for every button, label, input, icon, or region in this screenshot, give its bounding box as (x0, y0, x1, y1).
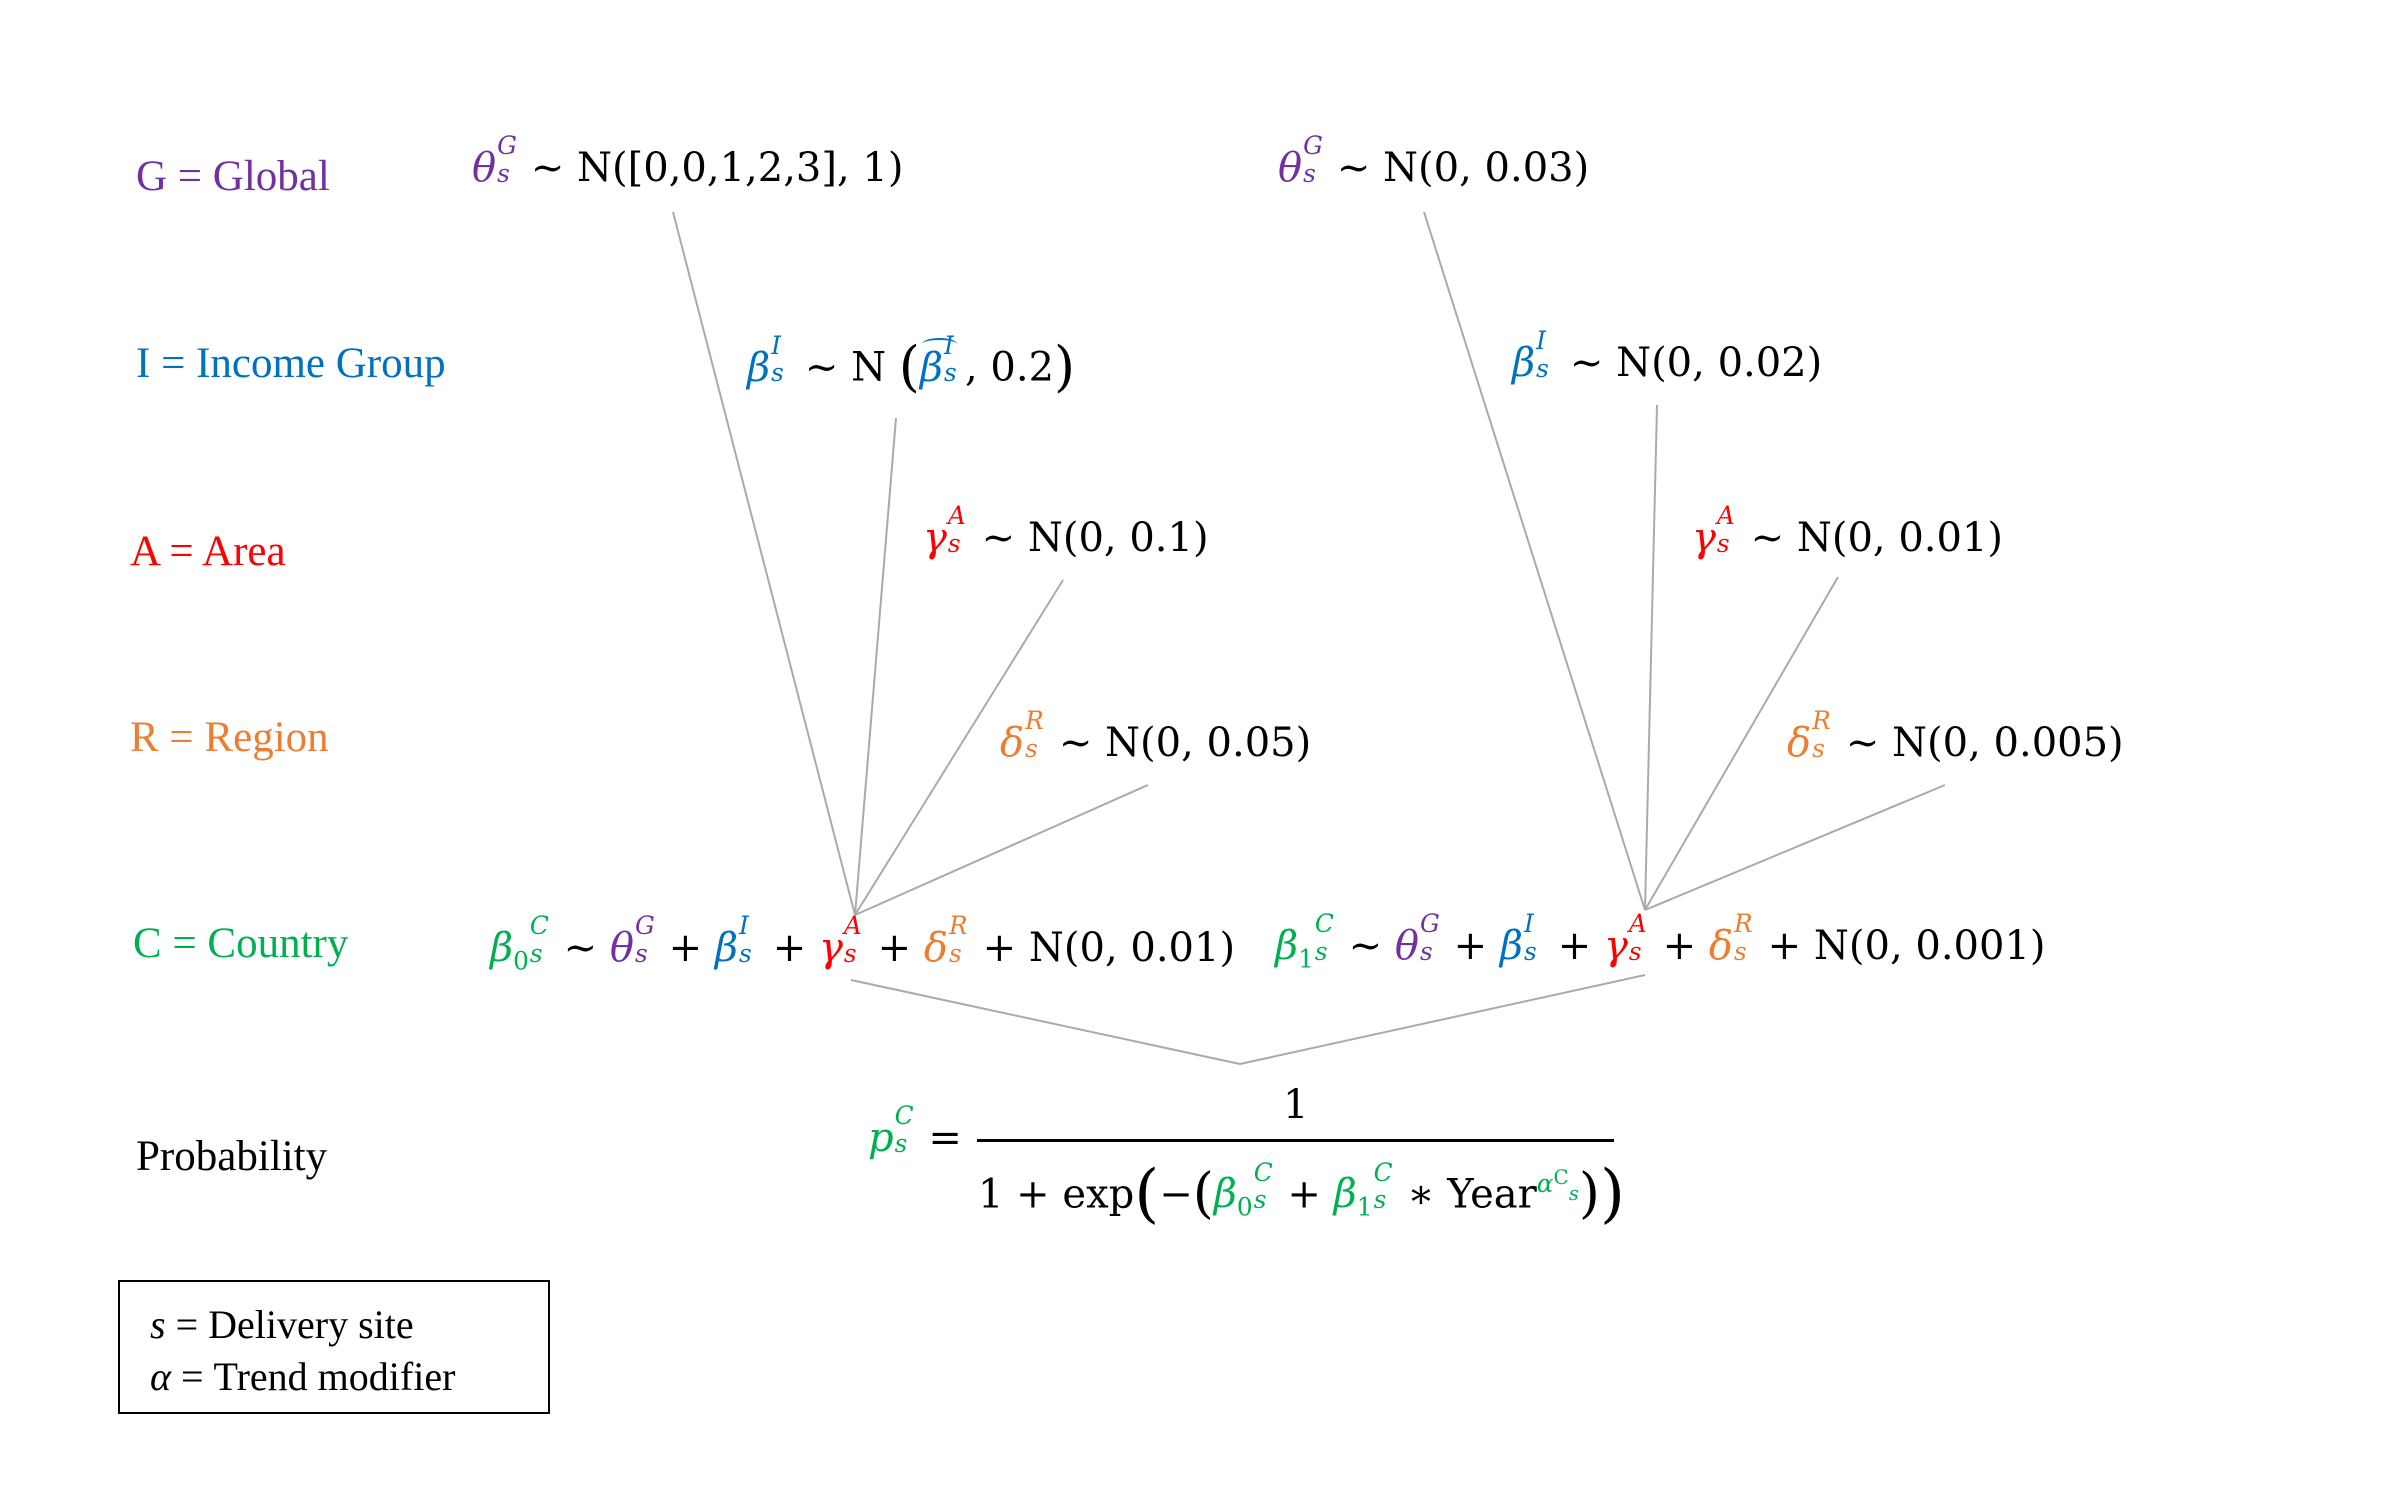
slope-country-noise: N(0, 0.001) (1813, 923, 2046, 969)
link-global-slope (1423, 211, 1646, 911)
level-label-income-group: I = Income Group (136, 340, 446, 387)
year-text: Year (1447, 1171, 1537, 1218)
denominator-prefix: 1 + exp (978, 1171, 1135, 1218)
alpha-exponent: αCs (1536, 1166, 1579, 1206)
level-label-region: R = Region (130, 714, 329, 761)
link-global-intercept (672, 211, 856, 916)
legend-s-definition: = Delivery site (175, 1302, 414, 1347)
link-slope-probability (1239, 974, 1646, 1065)
fraction-bar (977, 1139, 1614, 1142)
link-region-intercept (854, 784, 1149, 916)
slope-income-prior-text: N(0, 0.02) (1616, 340, 1823, 386)
legend-row-s: s= Delivery site (150, 1302, 414, 1347)
legend-alpha-definition: = Trend modifier (181, 1354, 456, 1399)
intercept-region-prior-text: N(0, 0.05) (1105, 720, 1312, 766)
intercept-global-prior-text: N([0,0,1,2,3], 1) (577, 145, 904, 191)
symbol-legend (118, 1280, 550, 1414)
legend-row-alpha: α= Trend modifier (150, 1354, 456, 1399)
link-area-slope (1644, 576, 1839, 911)
level-label-area: A = Area (130, 528, 286, 575)
link-region-slope (1644, 784, 1946, 911)
slope-region-prior-text: N(0, 0.005) (1892, 720, 2124, 766)
level-label-probability: Probability (136, 1133, 328, 1180)
intercept-country-noise: N(0, 0.01) (1028, 925, 1236, 971)
link-area-intercept (854, 579, 1064, 916)
level-label-country: C = Country (133, 920, 349, 967)
link-intercept-probability (850, 979, 1241, 1065)
intercept-area-prior-text: N(0, 0.1) (1027, 515, 1209, 561)
intercept-income-prior-sd: , 0.2 (965, 344, 1055, 391)
probability-numerator: 1 (1283, 1082, 1309, 1128)
link-income-slope (1644, 404, 1658, 911)
slope-area-prior-text: N(0, 0.01) (1796, 515, 2004, 561)
slope-global-prior-text: N(0, 0.03) (1383, 145, 1590, 191)
link-income-intercept (854, 417, 897, 916)
level-label-global: G = Global (136, 153, 330, 200)
intercept-income-prior-dist: N (851, 344, 887, 391)
